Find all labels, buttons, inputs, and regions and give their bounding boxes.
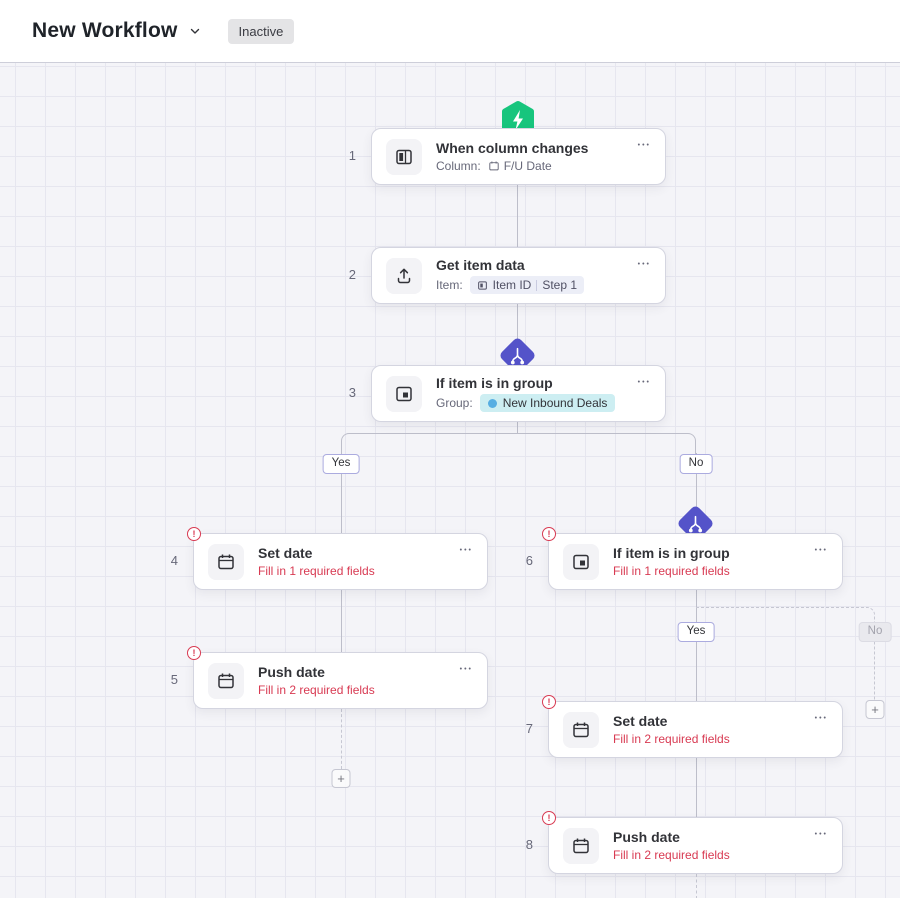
step-number: 2 [348, 267, 356, 282]
node-push-date-nested[interactable]: ! Push date Fill in 2 required fields ••… [542, 811, 843, 874]
field-label: Group: [436, 396, 473, 410]
more-menu-icon[interactable]: ••• [637, 379, 651, 386]
node-title: Set date [613, 713, 668, 729]
item-id-pill[interactable]: Item ID Step 1 [469, 276, 585, 294]
step-number: 1 [348, 148, 356, 163]
group-color-dot [487, 398, 497, 408]
connector-line [696, 590, 697, 701]
status-badge: Inactive [227, 18, 295, 44]
branch-label-no: No [679, 454, 713, 474]
connector-line [341, 453, 342, 533]
node-when-column-changes[interactable]: When column changes Column: F/U Date ••• [371, 128, 666, 185]
branch-label-yes: Yes [322, 454, 360, 474]
more-menu-icon[interactable]: ••• [814, 547, 828, 554]
connector-line [517, 304, 518, 344]
add-step-button[interactable]: + [865, 700, 885, 719]
item-icon [477, 280, 487, 290]
group-icon [563, 543, 599, 580]
node-title: Push date [613, 829, 680, 845]
more-menu-icon[interactable]: ••• [637, 142, 651, 149]
more-menu-icon[interactable]: ••• [814, 831, 828, 838]
node-title: If item is in group [436, 375, 553, 391]
node-push-date[interactable]: ! Push date Fill in 2 required fields ••… [187, 646, 488, 709]
branch-label-no-nested: No [858, 622, 892, 642]
error-badge-icon: ! [542, 811, 556, 825]
node-error-text: Fill in 2 required fields [613, 848, 730, 862]
workflow-canvas[interactable]: 1 When column changes Column: F/U Date •… [0, 62, 900, 898]
branch-diamond-icon [676, 504, 715, 543]
calendar-icon [489, 161, 499, 171]
group-pill[interactable]: New Inbound Deals [479, 394, 616, 412]
step-number: 5 [170, 672, 178, 687]
node-title: When column changes [436, 140, 589, 156]
more-menu-icon[interactable]: ••• [637, 261, 651, 268]
more-menu-icon[interactable]: ••• [459, 666, 473, 673]
node-error-text: Fill in 1 required fields [613, 564, 730, 578]
connector-line-dashed [696, 874, 697, 898]
calendar-icon [563, 827, 599, 864]
step-number: 3 [348, 385, 356, 400]
error-badge-icon: ! [542, 527, 556, 541]
step-number: 6 [525, 553, 533, 568]
connector-line [696, 453, 697, 533]
connector-elbow-yes [341, 433, 518, 454]
error-badge-icon: ! [542, 695, 556, 709]
connector-line [517, 185, 518, 247]
column-value[interactable]: F/U Date [488, 159, 552, 173]
step-number: 4 [170, 553, 178, 568]
error-badge-icon: ! [187, 527, 201, 541]
column-icon [386, 138, 422, 175]
connector-elbow-no [518, 433, 696, 454]
error-badge-icon: ! [187, 646, 201, 660]
node-error-text: Fill in 2 required fields [613, 732, 730, 746]
connector-line-dashed [341, 709, 342, 769]
node-set-date[interactable]: ! Set date Fill in 1 required fields ••• [187, 527, 488, 590]
node-set-date-nested[interactable]: ! Set date Fill in 2 required fields ••• [542, 695, 843, 758]
node-title: Push date [258, 664, 325, 680]
add-step-button[interactable]: + [331, 769, 351, 788]
branch-label-yes-nested: Yes [677, 622, 715, 642]
more-menu-icon[interactable]: ••• [814, 715, 828, 722]
upload-icon [386, 257, 422, 294]
node-error-text: Fill in 1 required fields [258, 564, 375, 578]
connector-line [696, 758, 697, 817]
connector-line [517, 422, 518, 434]
pill-divider [536, 279, 538, 291]
node-error-text: Fill in 2 required fields [258, 683, 375, 697]
calendar-icon [208, 662, 244, 699]
connector-line [341, 590, 342, 652]
chevron-down-icon[interactable] [188, 24, 202, 38]
page-title: New Workflow [32, 19, 178, 42]
field-label: Column: [436, 159, 481, 173]
more-menu-icon[interactable]: ••• [459, 547, 473, 554]
node-if-item-in-group[interactable]: If item is in group Group: New Inbound D… [371, 365, 666, 422]
node-title: Get item data [436, 257, 525, 273]
field-label: Item: [436, 278, 463, 292]
node-title: Set date [258, 545, 313, 561]
branch-diamond-icon [498, 336, 537, 375]
workflow-header: New Workflow Inactive [0, 0, 900, 62]
group-icon [386, 375, 422, 412]
calendar-icon [563, 711, 599, 748]
node-title: If item is in group [613, 545, 730, 561]
calendar-icon [208, 543, 244, 580]
node-if-item-in-group-nested[interactable]: ! If item is in group Fill in 1 required… [542, 527, 843, 590]
step-number: 7 [525, 721, 533, 736]
step-number: 8 [525, 837, 533, 852]
node-get-item-data[interactable]: Get item data Item: Item ID Step 1 ••• [371, 247, 666, 304]
connector-elbow-no-dashed [696, 607, 875, 700]
